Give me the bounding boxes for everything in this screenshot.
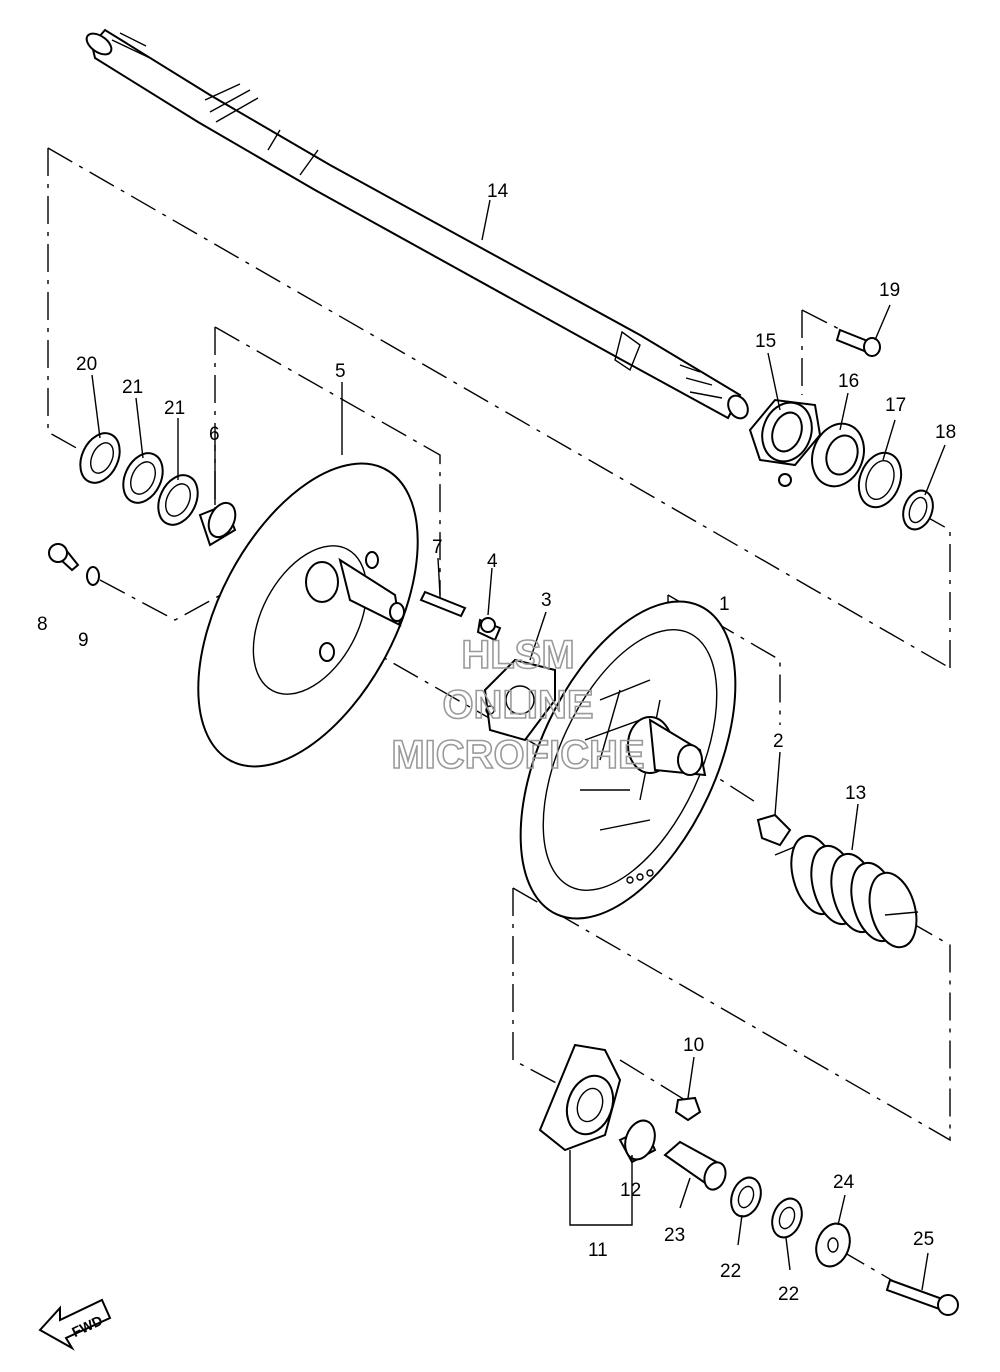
- callout-22b: 22: [778, 1284, 799, 1305]
- callout-15: 15: [755, 331, 776, 352]
- callout-labels: 1 2 3 4 5 6 7 8 9 10 11 12 13 14 15 16 1…: [37, 181, 956, 1305]
- callout-24: 24: [833, 1172, 855, 1193]
- washer-9-part: [86, 566, 100, 586]
- sheave-1-part: [519, 600, 737, 920]
- bearing-housing-15-part: [748, 398, 822, 487]
- callout-10: 10: [683, 1035, 704, 1056]
- circlip-18-part: [902, 489, 934, 531]
- callout-22a: 22: [720, 1261, 741, 1282]
- callout-4: 4: [487, 551, 498, 572]
- washer-24-part: [815, 1222, 851, 1268]
- collar-23-part: [663, 1140, 727, 1191]
- seal-20-part: [79, 432, 121, 484]
- bolt-4-part: [476, 617, 502, 642]
- washer-22a-part: [730, 1176, 762, 1218]
- watermark-line-3: MICROFICHE: [391, 733, 644, 777]
- bolt-8-part: [48, 543, 80, 572]
- callout-17: 17: [885, 395, 906, 416]
- callout-13: 13: [845, 783, 866, 804]
- watermark-line-1: HLSM: [461, 633, 574, 677]
- callout-16: 16: [838, 371, 859, 392]
- bushing-6-part: [198, 501, 237, 547]
- callout-9: 9: [78, 630, 89, 651]
- washer-21a-part: [122, 452, 164, 504]
- callout-23: 23: [664, 1225, 685, 1246]
- pin-7-part: [419, 590, 467, 618]
- bolt-25-part: [885, 1278, 959, 1316]
- watermark-line-2: ONLINE: [442, 683, 593, 727]
- shaft-part: [85, 28, 749, 420]
- callout-7: 7: [432, 537, 443, 558]
- callout-6: 6: [209, 424, 220, 445]
- nut-10-part: [674, 1096, 702, 1122]
- callout-3: 3: [541, 590, 552, 611]
- callout-11: 11: [588, 1240, 608, 1261]
- callout-8: 8: [37, 614, 48, 635]
- watermark: HLSM ONLINE MICROFICHE: [391, 632, 646, 778]
- callout-12: 12: [620, 1180, 641, 1201]
- washer-22b-part: [771, 1197, 803, 1239]
- leader-lines: [91, 199, 946, 1291]
- washer-21b-part: [157, 474, 199, 526]
- callout-20: 20: [76, 354, 97, 375]
- slider-2-part: [756, 813, 792, 847]
- callout-14: 14: [487, 181, 509, 202]
- plate-3-part: [483, 658, 556, 742]
- bolt-19-part: [835, 328, 881, 357]
- sheave-5-part: [197, 462, 419, 768]
- callout-19: 19: [879, 280, 900, 301]
- callout-25: 25: [913, 1229, 934, 1250]
- callout-2: 2: [773, 731, 784, 752]
- cam-11-part: [538, 1043, 622, 1152]
- fwd-arrow-icon: FWD: [38, 1298, 112, 1351]
- circlip-17-part: [857, 451, 903, 509]
- callout-21b: 21: [164, 398, 185, 419]
- callout-18: 18: [935, 422, 956, 443]
- spring-13-part: [774, 834, 919, 949]
- bearing-16-part: [811, 422, 865, 488]
- callout-1: 1: [719, 594, 730, 615]
- bushing-12-part: [618, 1119, 657, 1164]
- callout-21a: 21: [122, 377, 143, 398]
- callout-5: 5: [335, 361, 346, 382]
